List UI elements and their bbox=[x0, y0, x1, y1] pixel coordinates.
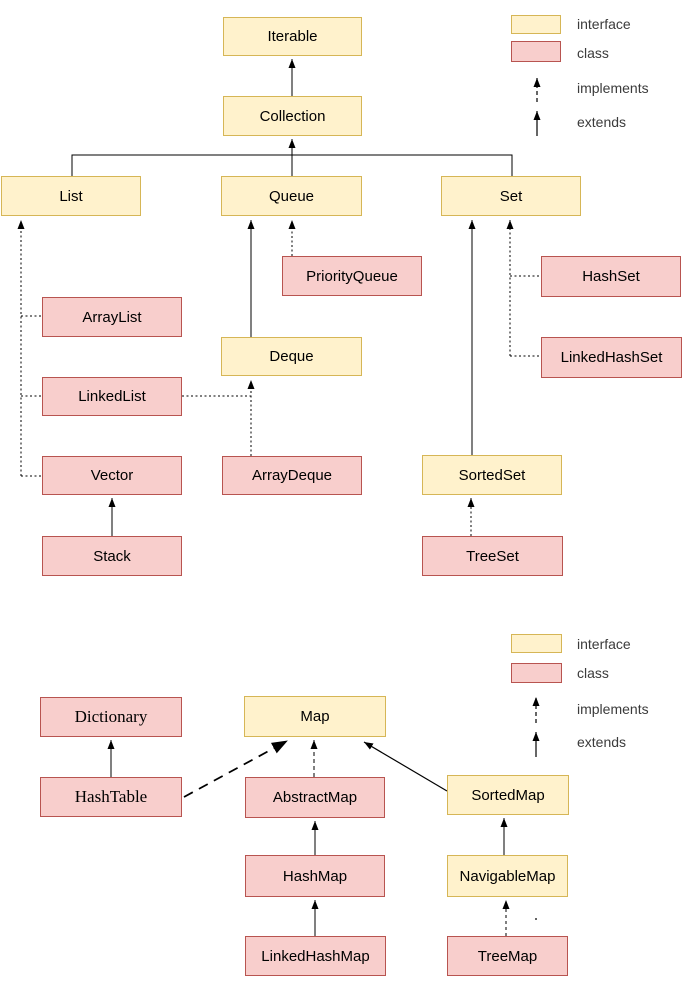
node-hashmap: HashMap bbox=[245, 855, 385, 897]
node-set: Set bbox=[441, 176, 581, 216]
legend-bottom-class-label: class bbox=[577, 665, 609, 681]
node-collection: Collection bbox=[223, 96, 362, 136]
node-deque: Deque bbox=[221, 337, 362, 376]
node-list: List bbox=[1, 176, 141, 216]
legend-top-implements-label: implements bbox=[577, 80, 649, 96]
legend-bottom-class-swatch bbox=[511, 663, 562, 683]
node-priorityqueue: PriorityQueue bbox=[282, 256, 422, 296]
legend-top-interface-label: interface bbox=[577, 16, 631, 32]
node-abstractmap: AbstractMap bbox=[245, 777, 385, 818]
legend-bottom-extends-label: extends bbox=[577, 734, 627, 750]
legend-bottom-interface-label: interface bbox=[577, 636, 631, 652]
node-arraylist: ArrayList bbox=[42, 297, 182, 337]
node-arraydeque: ArrayDeque bbox=[222, 456, 362, 495]
legend-bottom-interface-swatch bbox=[511, 634, 562, 653]
legend-top-class-label: class bbox=[577, 45, 609, 61]
node-iterable: Iterable bbox=[223, 17, 362, 56]
node-treemap: TreeMap bbox=[447, 936, 568, 976]
legend-top-interface-swatch bbox=[511, 15, 561, 34]
node-sortedmap: SortedMap bbox=[447, 775, 569, 815]
node-linkedhashset: LinkedHashSet bbox=[541, 337, 682, 378]
node-stack: Stack bbox=[42, 536, 182, 576]
edge-sortedmap-extends-map bbox=[363, 741, 448, 792]
node-vector: Vector bbox=[42, 456, 182, 495]
node-hashset: HashSet bbox=[541, 256, 681, 297]
node-linkedhashmap: LinkedHashMap bbox=[245, 936, 386, 976]
node-hashtable: HashTable bbox=[40, 777, 182, 817]
node-queue: Queue bbox=[221, 176, 362, 216]
legend-top-class-swatch bbox=[511, 41, 561, 62]
node-dictionary: Dictionary bbox=[40, 697, 182, 737]
edge-hashtable-implements-map bbox=[183, 740, 288, 798]
node-linkedlist: LinkedList bbox=[42, 377, 182, 416]
node-navigablemap: NavigableMap bbox=[447, 855, 568, 897]
legend-top-extends-label: extends bbox=[577, 114, 627, 130]
node-treeset: TreeSet bbox=[422, 536, 563, 576]
stray-dot bbox=[535, 918, 537, 920]
node-sortedset: SortedSet bbox=[422, 455, 562, 495]
legend-bottom-implements-label: implements bbox=[577, 701, 649, 717]
node-map: Map bbox=[244, 696, 386, 737]
